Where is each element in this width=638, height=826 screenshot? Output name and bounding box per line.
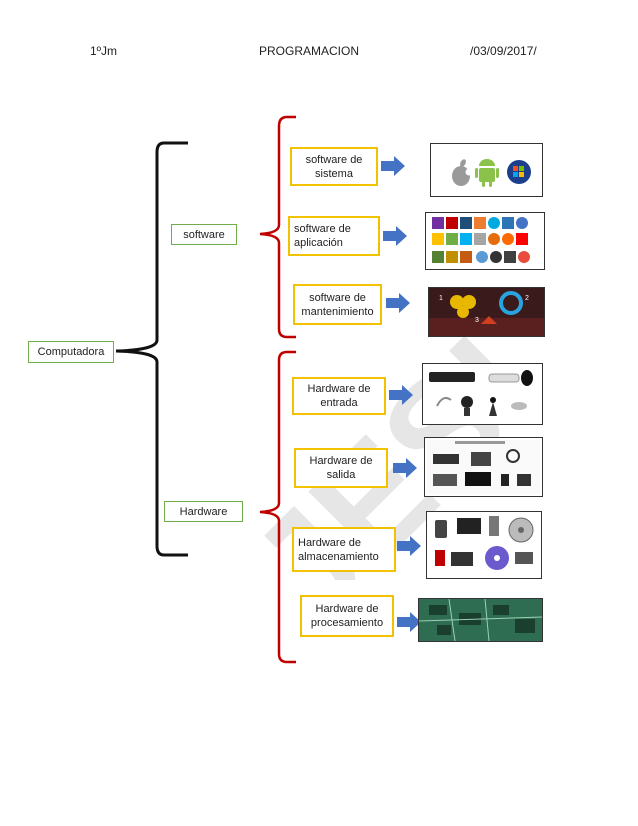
arrow-software-aplicacion: [383, 226, 407, 246]
hardware-brace: [259, 350, 296, 664]
svg-text:2: 2: [525, 295, 529, 302]
header-left: 1ºJm: [90, 44, 118, 58]
node-hardware-salida: Hardware de salida: [294, 448, 388, 488]
header-center: PROGRAMACION: [259, 44, 360, 58]
branch-node-software: software: [171, 224, 237, 245]
storage-devices-image: [426, 511, 542, 579]
application-icons-image: [425, 212, 545, 270]
arrow-hardware-almacenamiento: [397, 536, 421, 556]
svg-text:3: 3: [475, 317, 479, 324]
maintenance-software-image: 1 2 3: [428, 287, 545, 337]
windows-logo-icon: [507, 160, 531, 184]
main-brace: [115, 141, 188, 557]
arrow-hardware-salida: [393, 458, 417, 478]
header-right: /03/09/2017/: [470, 44, 537, 58]
node-hardware-procesamiento: Hardware de procesamiento: [300, 595, 394, 637]
arrow-software-mantenimiento: [386, 293, 410, 313]
apple-logo-icon: [452, 159, 473, 186]
motherboard-image: [418, 598, 543, 642]
arrow-hardware-entrada: [389, 385, 413, 405]
svg-text:1: 1: [439, 295, 443, 302]
node-hardware-almacenamiento: Hardware de almacenamiento: [292, 527, 396, 572]
arrow-software-sistema: [381, 156, 405, 176]
os-logos-image: [430, 143, 543, 197]
output-devices-image: [424, 437, 543, 497]
node-software-mantenimiento: software de mantenimiento: [293, 284, 382, 325]
node-software-sistema: software de sistema: [290, 147, 378, 186]
node-software-aplicacion: software de aplicación: [288, 216, 380, 256]
input-devices-image: [422, 363, 543, 425]
android-logo-icon: [475, 159, 499, 187]
root-node-computadora: Computadora: [28, 341, 114, 363]
branch-node-hardware: Hardware: [164, 501, 243, 522]
node-hardware-entrada: Hardware de entrada: [292, 377, 386, 415]
